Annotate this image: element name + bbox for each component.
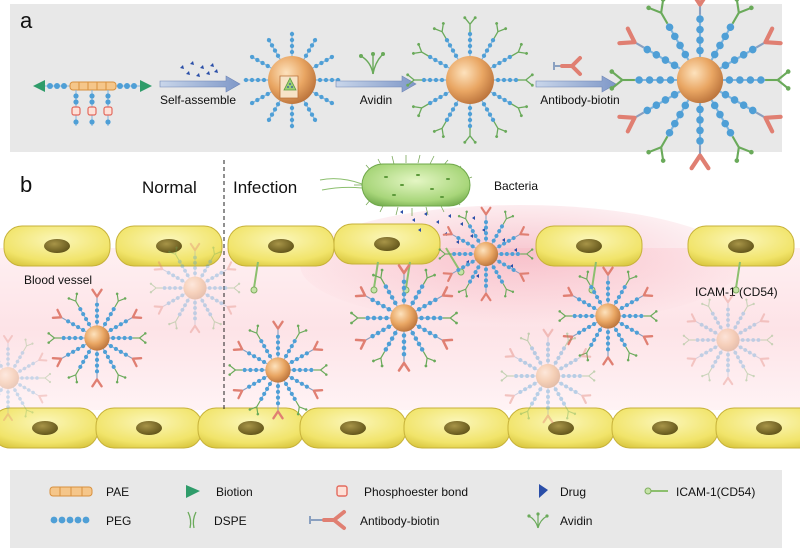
antibody-biotin-icon [309, 510, 346, 530]
phosphoester-bond-icon [336, 485, 348, 497]
panel-b-letter: b [20, 172, 32, 197]
legend-label-phosphoester: Phosphoester bond [364, 485, 468, 499]
blood-vessel-label: Blood vessel [24, 273, 92, 287]
bacteria-icon [319, 154, 473, 216]
legend-label-peg: PEG [106, 514, 131, 528]
avidin-icon [527, 512, 549, 529]
legend-label-biotin: Biotion [216, 485, 253, 499]
step-self-assemble: Self-assemble [160, 93, 236, 107]
icam-icon [644, 487, 668, 495]
step-antibody-biotin: Antibody-biotin [540, 93, 619, 107]
legend: PAE Biotion Phosphoester bond Drug ICAM-… [10, 470, 782, 548]
legend-label-antibody-biotin: Antibody-biotin [360, 514, 439, 528]
legend-label-avidin: Avidin [560, 514, 592, 528]
infection-label: Infection [233, 178, 297, 197]
antibody-biotin-step-icon [553, 56, 582, 76]
step-avidin: Avidin [360, 93, 392, 107]
panel-a: a [10, 0, 791, 168]
panel-a-letter: a [20, 8, 33, 33]
legend-label-icam: ICAM-1(CD54) [676, 485, 755, 499]
nanoparticle-avidin-icon [405, 15, 535, 145]
endothelial-cells-bottom [0, 407, 800, 449]
panel-b: b [0, 154, 800, 449]
dspe-icon [187, 511, 197, 529]
biotin-icon [186, 485, 200, 498]
avidin-step-icon [359, 52, 385, 75]
legend-label-pae: PAE [106, 485, 129, 499]
nanoparticle-loaded-icon [243, 30, 341, 129]
panel-a-background [10, 4, 782, 152]
peg-beads-icon [50, 516, 90, 524]
drug-dots-icon [180, 61, 218, 77]
legend-label-drug: Drug [560, 485, 586, 499]
bacteria-label: Bacteria [494, 179, 538, 193]
inflammation-glow [300, 205, 740, 325]
normal-label: Normal [142, 178, 197, 197]
drug-icon [539, 484, 548, 498]
icam-label: ICAM-1 (CD54) [695, 285, 778, 299]
polymer-chain-icon [33, 80, 152, 126]
pae-chain-icon [49, 486, 93, 497]
legend-background [10, 470, 782, 548]
legend-label-dspe: DSPE [214, 514, 247, 528]
